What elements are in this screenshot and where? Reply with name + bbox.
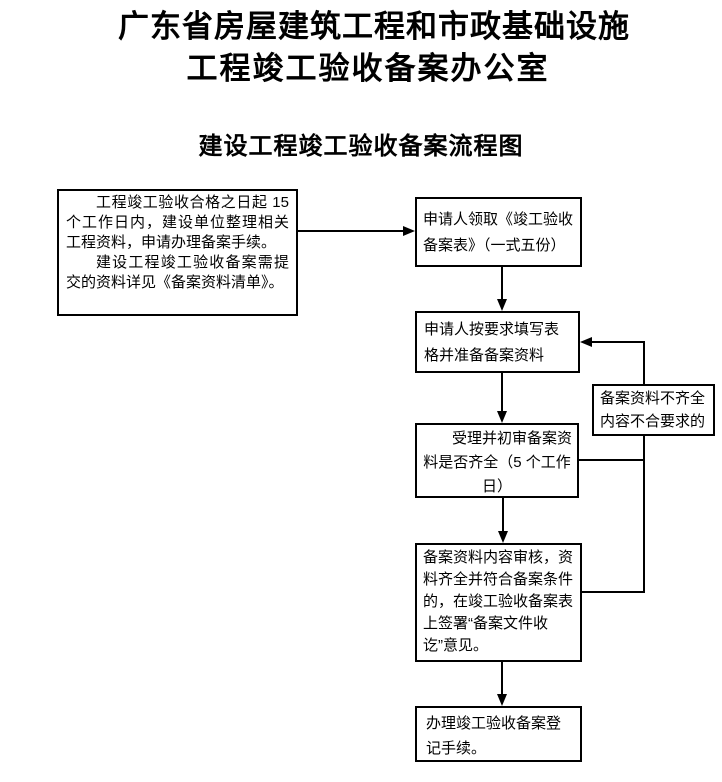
- page-title-line1: 广东省房屋建筑工程和市政基础设施: [118, 9, 630, 44]
- arrow-down-icon: [497, 299, 507, 311]
- step-box-content-review: 备案资料内容审核，资料齐全并符合备案条件的，在竣工验收备案表上签署“备案文件收讫…: [415, 543, 582, 662]
- connector-note-to-step1: [298, 230, 405, 232]
- feedback-line-to-step2: [592, 341, 645, 343]
- connector-step4-to-step5: [501, 662, 503, 696]
- feedback-vertical-line: [643, 342, 645, 593]
- feedback-line-from-step4: [582, 591, 645, 593]
- start-note-paragraph-2: 建设工程竣工验收备案需提交的资料详见《备案资料清单》。: [66, 254, 289, 291]
- flowchart-title: 建设工程竣工验收备案流程图: [198, 133, 524, 160]
- step-box-registration: 办理竣工验收备案登记手续。: [415, 706, 582, 762]
- connector-step1-to-step2: [501, 267, 503, 301]
- arrow-down-icon: [497, 694, 507, 706]
- feedback-line-from-step3: [579, 459, 645, 461]
- arrow-right-icon: [403, 226, 415, 236]
- arrow-down-icon: [498, 531, 508, 543]
- start-note-paragraph-1: 工程竣工验收合格之日起 15个工作日内，建设单位整理相关工程资料，申请办理备案手…: [66, 194, 289, 251]
- arrow-left-icon: [580, 337, 592, 347]
- step-box-initial-review: 受理并初审备案资料是否齐全（5 个工作日）: [415, 423, 579, 498]
- step-box-receive-form: 申请人领取《竣工验收备案表》（一式五份）: [415, 197, 582, 267]
- connector-step3-to-step4: [502, 498, 504, 533]
- connector-step2-to-step3: [501, 373, 503, 413]
- page-title-line2: 工程竣工验收备案办公室: [186, 51, 550, 86]
- arrow-down-icon: [497, 411, 507, 423]
- feedback-label-box: 备案资料不齐全内容不合要求的: [592, 384, 715, 436]
- start-note-box: 工程竣工验收合格之日起 15个工作日内，建设单位整理相关工程资料，申请办理备案手…: [57, 189, 298, 316]
- step-box-fill-form: 申请人按要求填写表格并准备备案资料: [415, 311, 580, 373]
